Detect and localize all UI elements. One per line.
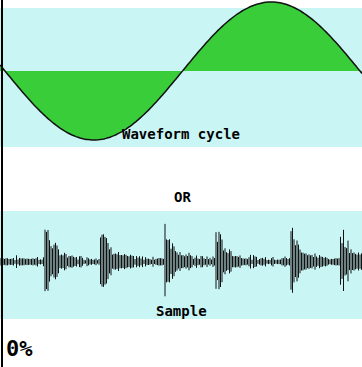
- sample-waveform: [0, 224, 362, 296]
- waveform-line: [0, 2, 362, 140]
- left-border: [1, 0, 3, 367]
- band-label: Waveform cycle: [122, 126, 240, 142]
- cyan-band: [0, 211, 362, 319]
- waveform-fill: [0, 2, 362, 140]
- band-node: Waveform cycle: [0, 8, 362, 147]
- band-node: Sample: [0, 211, 362, 319]
- band-label: Sample: [156, 303, 207, 319]
- or-label: OR: [174, 189, 191, 205]
- percent-label: 0%: [6, 336, 33, 361]
